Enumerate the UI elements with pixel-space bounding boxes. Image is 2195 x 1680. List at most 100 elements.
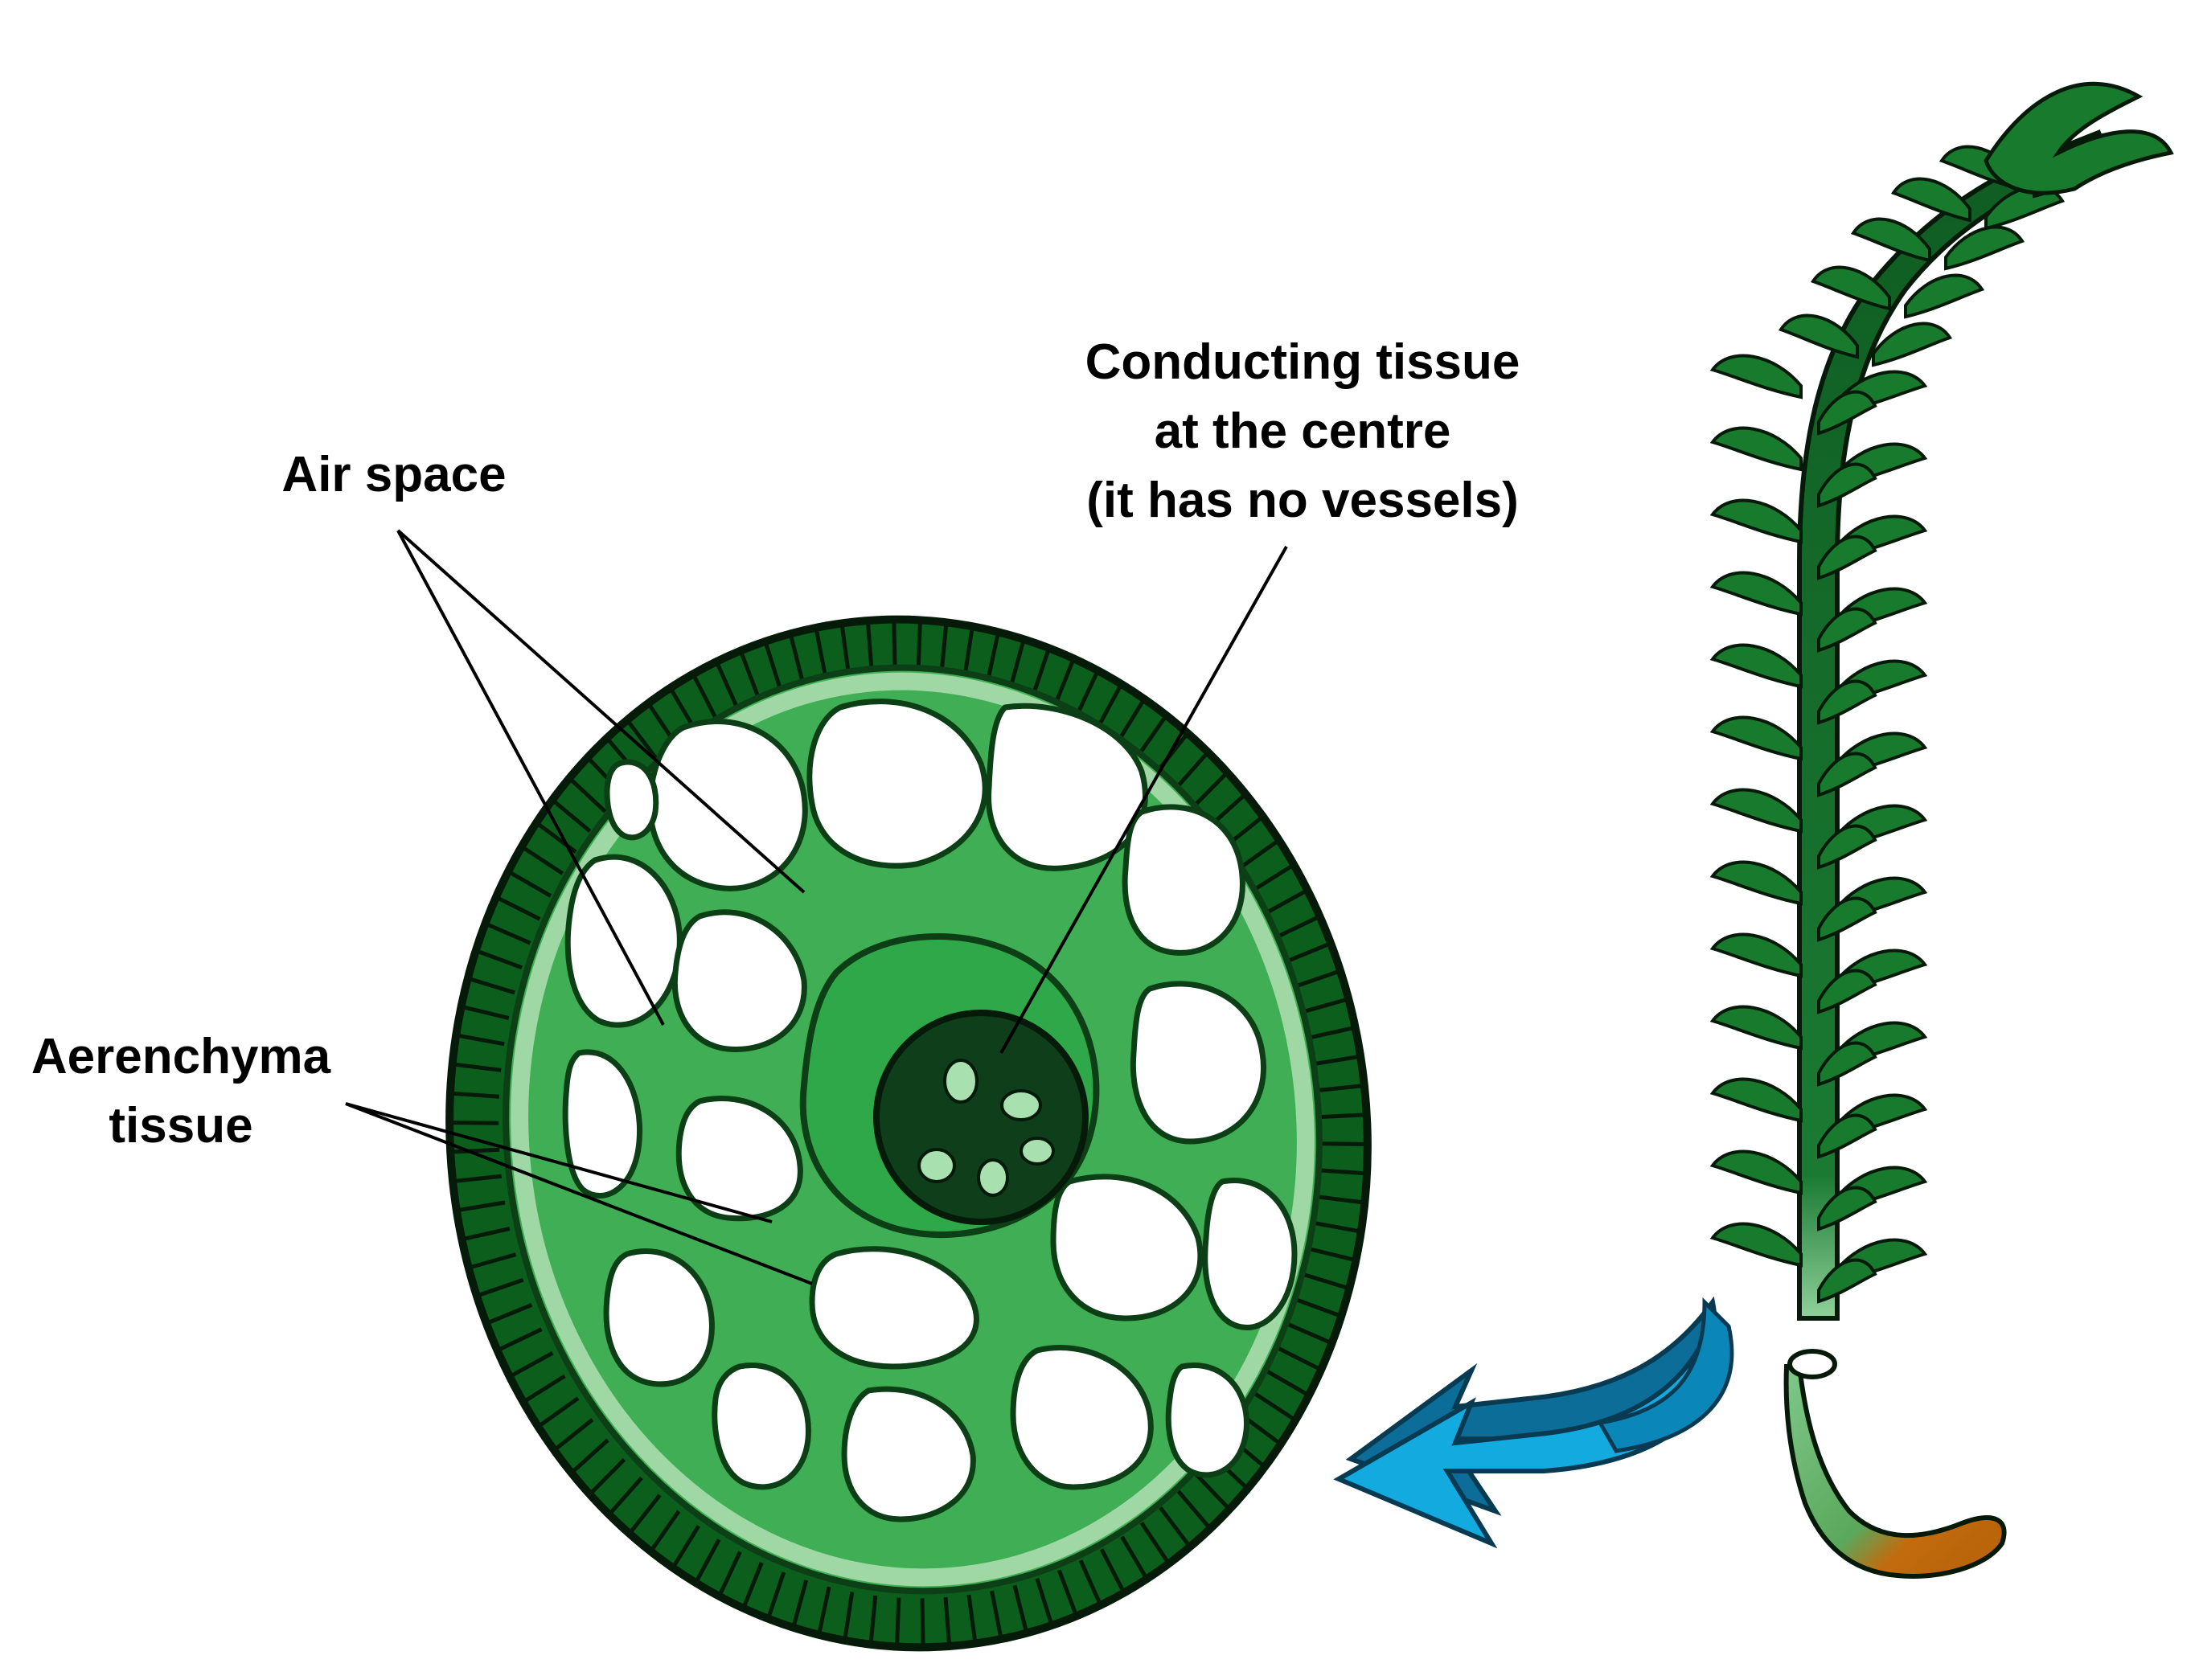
epidermis-cell-wall bbox=[455, 1062, 502, 1072]
epidermis-cell-wall bbox=[1311, 1055, 1358, 1067]
epidermis-cell-wall bbox=[464, 1227, 511, 1241]
core-spot bbox=[917, 1148, 956, 1183]
moss-leaf bbox=[1709, 860, 1803, 906]
label-air-space: Air space bbox=[281, 447, 507, 502]
epidermis-cell-wall bbox=[1315, 1194, 1362, 1205]
air-space bbox=[841, 1386, 976, 1522]
label-line: Aerenchyma bbox=[31, 1029, 331, 1084]
epidermis-cell-wall bbox=[453, 1147, 500, 1154]
epidermis-cell-wall bbox=[478, 1277, 524, 1297]
epidermis-cell-wall bbox=[814, 630, 827, 677]
epidermis-cell-wall bbox=[692, 675, 718, 719]
epidermis-cell-wall bbox=[1317, 1112, 1364, 1120]
moss-tip-leaves bbox=[1984, 81, 2174, 195]
epidermis-cell-wall bbox=[1286, 1321, 1330, 1344]
epidermis-cell-wall bbox=[453, 1091, 500, 1099]
epidermis-cell-wall bbox=[1307, 1026, 1353, 1040]
epidermis-cell-wall bbox=[590, 1457, 626, 1494]
epidermis-cell-wall bbox=[453, 1121, 499, 1125]
epidermis-cell-wall bbox=[1012, 1584, 1028, 1631]
epidermis-cell-wall bbox=[458, 1034, 505, 1047]
air-space bbox=[1010, 1345, 1154, 1490]
epidermis-cell-wall bbox=[866, 623, 874, 670]
epidermis-cell-wall bbox=[1053, 661, 1075, 705]
epidermis-cell-wall bbox=[459, 1200, 506, 1212]
epidermis-cell-wall bbox=[1300, 998, 1347, 1014]
moss-leaf bbox=[1709, 715, 1803, 761]
epidermis-cell-wall bbox=[478, 949, 523, 970]
epidermis-cell-wall bbox=[1253, 1391, 1294, 1420]
air-space bbox=[1130, 981, 1266, 1145]
epidermis-cell-wall bbox=[1159, 1506, 1190, 1546]
moss-leaf bbox=[1817, 1258, 1877, 1304]
epidermis-cell-wall bbox=[630, 1494, 662, 1533]
epidermis-cell-wall bbox=[1078, 1559, 1102, 1604]
epidermis-cell-wall bbox=[839, 626, 851, 673]
moss-leaf bbox=[1817, 824, 1877, 870]
epidermis-cell-wall bbox=[1099, 1548, 1125, 1592]
epidermis-cell-wall bbox=[990, 1590, 1003, 1637]
label-line: tissue bbox=[109, 1098, 253, 1153]
epidermis-cell-wall bbox=[1035, 1578, 1053, 1623]
epidermis-cell-wall bbox=[1139, 1522, 1169, 1563]
epidermis-cell-wall bbox=[1056, 1569, 1077, 1614]
leader-line-air-space-1 bbox=[396, 529, 806, 894]
epidermis-cells bbox=[453, 622, 1364, 1645]
moss-leaf bbox=[1817, 969, 1877, 1014]
moss-leaf bbox=[1709, 498, 1803, 544]
epidermis-cell-wall bbox=[1274, 916, 1318, 940]
label-line: at the centre bbox=[1154, 404, 1451, 459]
epidermis-cell-wall bbox=[716, 663, 739, 707]
air-space bbox=[671, 909, 807, 1052]
stem-cross-section bbox=[445, 615, 1372, 1652]
air-space bbox=[986, 703, 1148, 871]
epidermis-cell-wall bbox=[1194, 1472, 1229, 1509]
epidermis-cell-wall bbox=[764, 644, 782, 689]
air-space bbox=[1050, 1174, 1204, 1321]
epidermis-cell-wall bbox=[962, 629, 974, 675]
moss-leaf bbox=[1890, 177, 1971, 223]
epidermis-cell-wall bbox=[843, 1592, 855, 1638]
epidermis-cell-wall bbox=[868, 1595, 878, 1641]
epidermis-cell-wall bbox=[627, 721, 658, 760]
moss-leaf bbox=[1817, 1113, 1877, 1159]
epidermis-cell-wall bbox=[499, 1327, 543, 1351]
epidermis-cell-wall bbox=[1317, 1168, 1364, 1176]
epidermis-cell-wall bbox=[1117, 700, 1145, 742]
epidermis-cell-wall bbox=[1294, 1297, 1340, 1317]
epidermis-cell-wall bbox=[1265, 1369, 1307, 1396]
epidermis-cell-wall bbox=[540, 1396, 580, 1427]
label-conducting-tissue: Conducting tissue at the centre (it has … bbox=[1037, 328, 1568, 535]
arrow-top-face bbox=[1597, 1297, 1734, 1453]
epidermis-cell-wall bbox=[1312, 1220, 1359, 1233]
label-aerenchyma-tissue: Aerenchyma tissue bbox=[0, 1022, 362, 1161]
epidermis-cell-wall bbox=[553, 800, 592, 834]
epidermis-cell-wall bbox=[1293, 969, 1339, 990]
air-space bbox=[809, 1246, 979, 1370]
epidermis-cell-wall bbox=[524, 1374, 566, 1403]
epidermis-cell-wall bbox=[463, 1005, 510, 1021]
epidermis-cell-wall bbox=[916, 623, 922, 670]
air-space bbox=[562, 1049, 643, 1199]
epidermis-cell-wall bbox=[718, 1551, 742, 1595]
epidermis-cell-wall bbox=[892, 622, 897, 669]
core-spot bbox=[943, 1059, 979, 1104]
epidermis-cell-wall bbox=[966, 1594, 978, 1641]
epidermis-cell-wall bbox=[455, 1174, 503, 1183]
epidermis-cell-wall bbox=[650, 1510, 681, 1551]
moss-leaf bbox=[1872, 322, 1953, 367]
air-space bbox=[647, 719, 808, 891]
moss-leaf bbox=[1904, 273, 1985, 319]
moss-leaf bbox=[1709, 932, 1803, 978]
moss-leaf bbox=[1709, 426, 1803, 472]
air-space bbox=[675, 1096, 803, 1222]
core-spots bbox=[917, 1059, 1055, 1197]
epidermis-cell-wall bbox=[1191, 773, 1227, 809]
epidermis-cell-wall bbox=[555, 1418, 594, 1450]
epidermis-cell-wall bbox=[487, 923, 531, 945]
stem-segment bbox=[1783, 1364, 2007, 1579]
stem-cut-end bbox=[1787, 1349, 1837, 1379]
epidermis-cell-wall bbox=[511, 1350, 554, 1377]
moss-leaf bbox=[1810, 265, 1891, 311]
